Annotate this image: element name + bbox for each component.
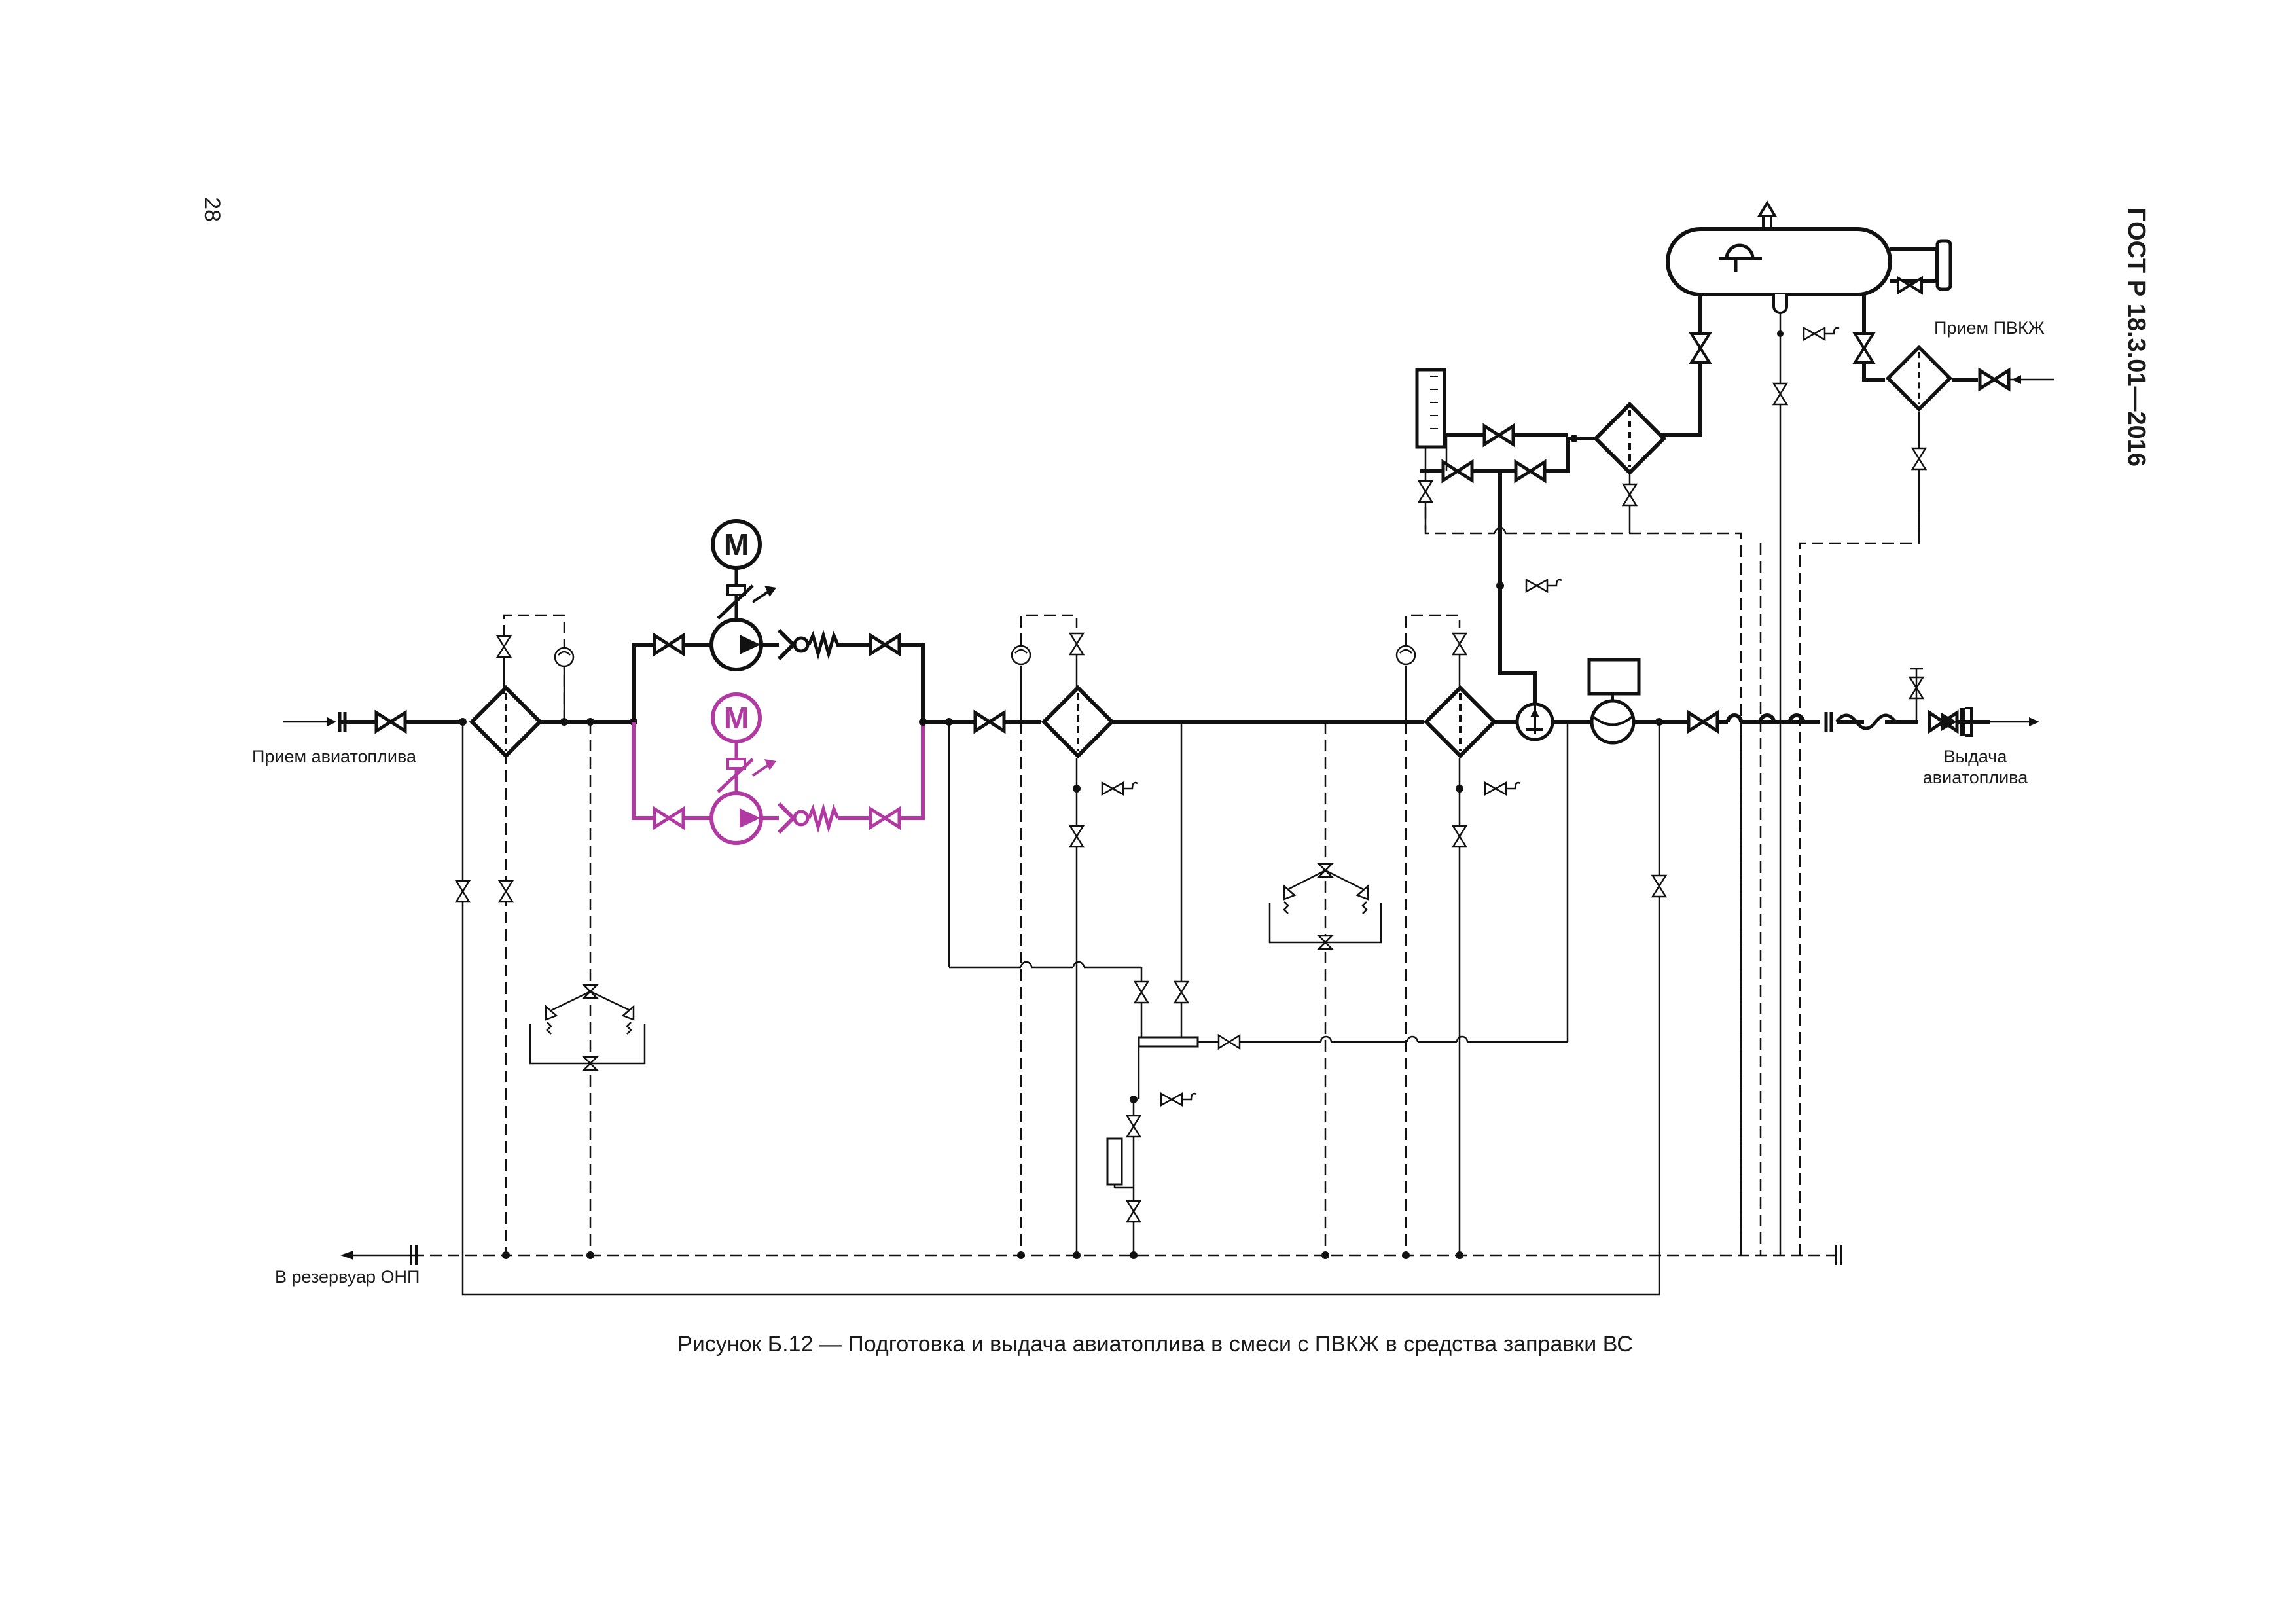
filter-2 [1044,688,1112,756]
intake-valve [376,713,405,731]
filter-3-sample-tap [1484,781,1522,796]
additive-intake-valve [1980,370,2009,389]
additive-intake-filter [1888,348,1950,410]
drain-valve-a [455,880,471,903]
additive-bypass-valve [1484,426,1513,444]
filter-3 [1426,688,1494,756]
tank-outlet-valve [1690,332,1711,364]
flowmeter-counter [1587,658,1641,696]
motor-2-label: M [724,701,749,735]
motor-2-icon [711,692,762,743]
tank-sample-tap [1803,327,1840,341]
filter-3-vent-valve [1452,632,1467,656]
filter-1-vent-valve [496,635,512,658]
flowmeter-icon [1590,699,1636,745]
motor-1-label: M [724,527,749,562]
label-dispense-2: авиатоплива [1923,768,2028,787]
additive-line-sample-tap [1525,579,1563,593]
filter-2-sample-tap [1101,781,1139,796]
standard-designation: ГОСТ Р 18.3.01—2016 [2123,207,2150,467]
filter-2-drain-valve [1069,825,1085,848]
filter-1 [472,688,540,756]
filter-2-vent-valve [1069,632,1085,656]
additive-valve-a [1443,462,1472,480]
tank-inlet-valve [1854,332,1874,364]
tank-drain-valve [1772,382,1788,406]
drain-valve-b [498,880,514,903]
pump-1-working [634,519,923,671]
return-header [340,1245,1842,1296]
additive-filter [1596,404,1664,473]
pump-1-discharge-valve [870,635,899,654]
additive-tank [1666,200,1952,314]
intake-inlet [283,712,347,732]
label-intake-fuel: Прием авиатоплива [252,747,417,766]
blending-unit [1106,722,1569,1255]
motor-1-icon [711,519,762,570]
filter-3-drain-valve [1452,825,1467,848]
filter-1-gauge [554,647,575,668]
additive-filter-drain-valve-2 [1622,483,1638,507]
filter-2-gauge [1011,645,1031,666]
filter-3-gauge [1395,645,1416,666]
main-pipeline [340,643,1990,724]
additive-filter-drain-valve [1911,447,1927,471]
figure-caption: Рисунок Б.12 — Подготовка и выдача авиат… [677,1332,1633,1357]
outlet-valve [1689,713,1717,731]
relief-valve-cluster-1 [529,984,646,1071]
filter-2-inlet-valve [975,713,1004,731]
page-number: 28 [200,197,224,222]
label-to-tank: В резервуар ОНП [275,1267,420,1287]
label-intake-additive: Прием ПВКЖ [1934,318,2045,338]
return-valve [1651,874,1667,898]
flexible-hose [1835,713,1897,730]
pump-2-standby [632,692,925,845]
additive-valve-b [1516,462,1545,480]
pump-1-suction-valve [655,635,683,654]
label-dispense-1: Выдача [1944,747,2008,766]
relief-valve-cluster-2 [1268,722,1382,1255]
dosing-drain-valve [1418,480,1433,503]
dosing-meter [1415,368,1446,449]
